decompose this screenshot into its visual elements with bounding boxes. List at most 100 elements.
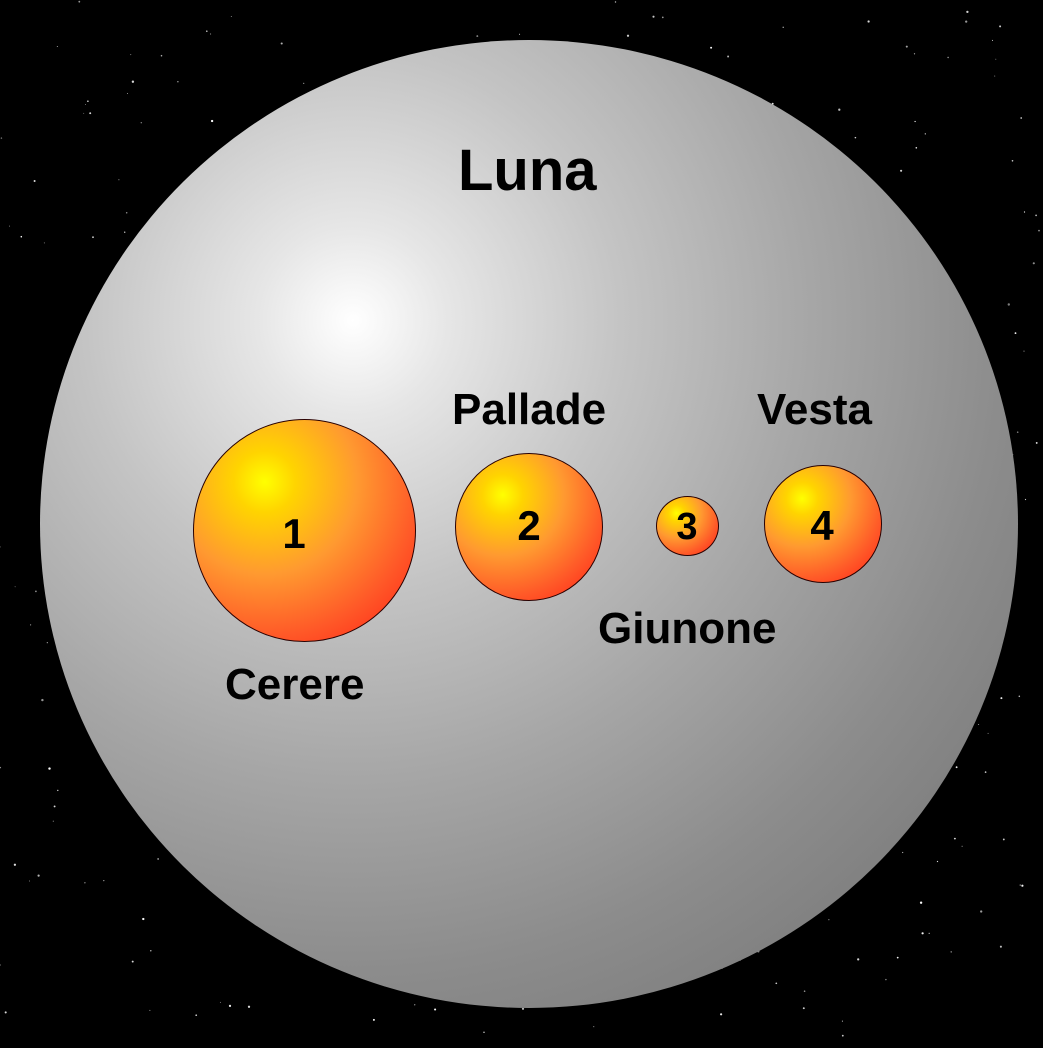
- star: [978, 723, 980, 726]
- star: [924, 133, 926, 135]
- star: [140, 121, 143, 124]
- star: [966, 10, 969, 14]
- star: [124, 231, 126, 233]
- star: [1016, 431, 1019, 434]
- star: [303, 82, 305, 85]
- star: [857, 958, 860, 961]
- star: [84, 882, 86, 884]
- star: [1007, 303, 1010, 306]
- star: [1032, 262, 1035, 265]
- star: [0, 964, 1, 966]
- star: [984, 771, 987, 773]
- star: [885, 978, 887, 981]
- star: [1023, 350, 1025, 352]
- star: [414, 1004, 416, 1006]
- star: [961, 845, 963, 847]
- star: [125, 211, 128, 214]
- star: [30, 624, 32, 626]
- star: [999, 25, 1002, 28]
- asteroid-1-sphere: [193, 419, 416, 642]
- star: [56, 46, 58, 47]
- star: [782, 26, 784, 28]
- star: [157, 858, 159, 860]
- star: [955, 766, 958, 769]
- star: [103, 879, 105, 882]
- asteroid-2-number: 2: [517, 502, 541, 549]
- star: [4, 1011, 7, 1014]
- star: [87, 100, 89, 102]
- star: [915, 147, 918, 149]
- star: [947, 56, 949, 59]
- star: [476, 35, 479, 38]
- star: [1011, 159, 1014, 162]
- asteroid-4-number: 4: [810, 502, 834, 549]
- star: [900, 169, 903, 172]
- star: [1035, 214, 1038, 217]
- star: [1014, 332, 1017, 335]
- star: [1021, 884, 1024, 887]
- star: [142, 917, 145, 921]
- star: [78, 0, 81, 3]
- star: [210, 119, 214, 123]
- star: [0, 766, 2, 769]
- asteroid-4-sphere: [764, 465, 882, 583]
- star: [841, 1020, 843, 1022]
- star: [719, 1013, 723, 1016]
- star: [999, 945, 1002, 948]
- star: [53, 805, 56, 808]
- star: [803, 990, 806, 992]
- star: [593, 1026, 595, 1028]
- star: [20, 235, 23, 238]
- star: [372, 1018, 375, 1021]
- star: [953, 837, 956, 840]
- star: [130, 54, 132, 56]
- star: [14, 586, 16, 588]
- star: [0, 137, 3, 139]
- star: [965, 20, 968, 23]
- star: [118, 179, 120, 181]
- star: [521, 1007, 525, 1010]
- star: [13, 863, 17, 866]
- star: [1035, 441, 1038, 444]
- star: [626, 34, 630, 37]
- star: [1002, 838, 1005, 841]
- star: [127, 93, 128, 94]
- asteroid-3-sphere: [656, 496, 719, 556]
- star: [46, 642, 48, 644]
- star: [131, 80, 135, 83]
- star: [33, 180, 36, 182]
- asteroid-2-sphere: [455, 453, 603, 601]
- star: [1019, 884, 1021, 886]
- star: [131, 960, 134, 963]
- star: [8, 225, 10, 227]
- star: [177, 81, 179, 83]
- star: [434, 1008, 437, 1011]
- moon-label: Luna: [458, 138, 597, 203]
- star: [1024, 498, 1027, 501]
- star: [84, 104, 86, 105]
- star: [89, 112, 92, 115]
- star: [149, 1009, 151, 1011]
- star: [1038, 229, 1040, 232]
- star: [828, 919, 830, 921]
- star: [1020, 117, 1023, 119]
- star: [995, 58, 997, 60]
- star: [230, 16, 232, 17]
- star: [980, 910, 983, 913]
- star: [1023, 211, 1026, 213]
- star: [29, 880, 30, 882]
- star: [987, 732, 989, 734]
- star: [928, 932, 930, 935]
- star: [991, 39, 994, 41]
- star: [483, 1031, 485, 1034]
- star: [802, 1007, 805, 1010]
- star: [905, 45, 908, 48]
- star: [841, 1034, 844, 1037]
- star: [219, 1001, 221, 1003]
- star: [52, 820, 54, 822]
- star: [280, 42, 283, 45]
- star: [950, 951, 952, 953]
- star: [661, 16, 664, 19]
- star: [936, 860, 939, 863]
- star: [921, 932, 924, 935]
